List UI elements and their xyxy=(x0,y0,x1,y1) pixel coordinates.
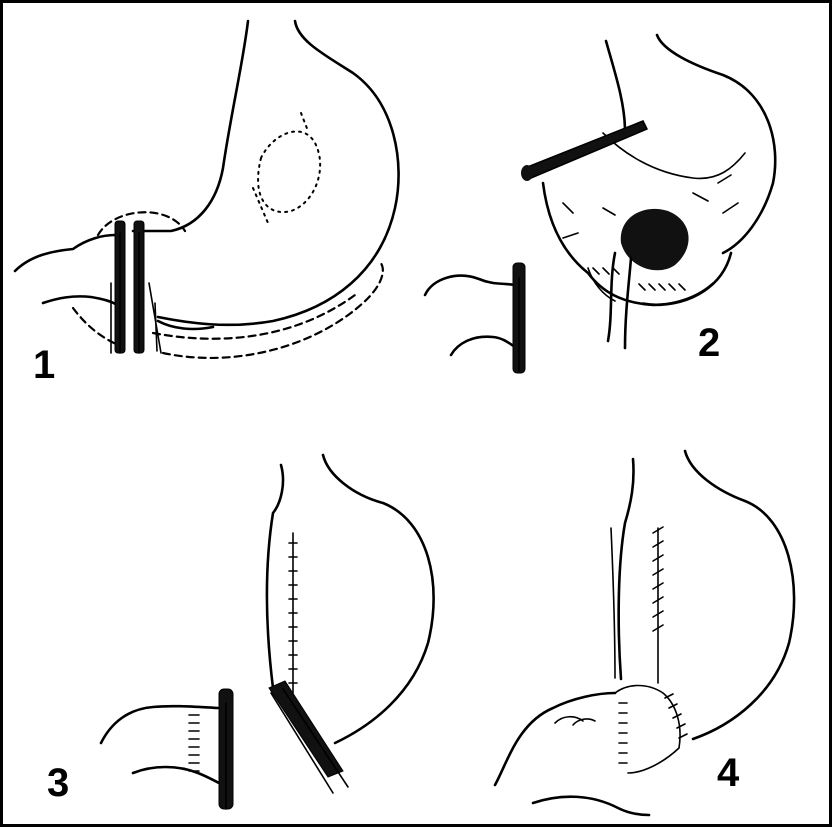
panel-2-drawing xyxy=(425,35,775,373)
panel-1-label: 1 xyxy=(33,345,55,385)
panel-4-label: 4 xyxy=(717,753,739,793)
illustration-canvas xyxy=(3,3,832,830)
panel-3-label: 3 xyxy=(47,763,69,803)
panel-1-drawing xyxy=(15,21,399,358)
panel-3-drawing xyxy=(101,455,434,809)
panel-4-drawing xyxy=(495,451,794,815)
panel-2-label: 2 xyxy=(698,323,720,363)
